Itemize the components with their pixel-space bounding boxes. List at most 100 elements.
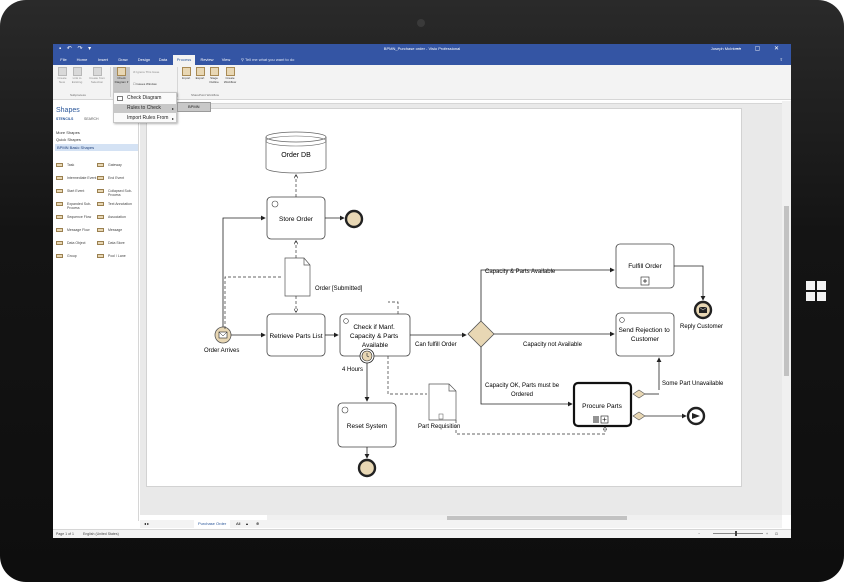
page-tab-all[interactable]: All [236,521,241,526]
import-button[interactable]: Import [179,67,193,81]
stencil-shape-icon [56,163,63,167]
create-new-button[interactable]: Create New [55,67,69,84]
zoom-in-icon[interactable]: + [766,532,769,536]
part-requisition-data-object[interactable]: Part Requisition [418,383,460,430]
check-diagram-button[interactable]: Check Diagram ▾ [113,67,130,93]
submenu-bpmn[interactable]: BPMN [177,102,211,112]
tab-design[interactable]: Design [137,57,151,62]
search-tab[interactable]: SEARCH [84,117,99,121]
window-title: BPMN_Purchase order - Visio Professional [383,46,461,51]
vertical-scroll-thumb[interactable] [784,206,789,376]
message-end-event[interactable] [686,406,706,426]
ignore-issue-button[interactable]: ⊘ Ignore This Issue [133,70,160,74]
ribbon-tabs: File Home Insert Draw Design Data Proces… [53,54,791,65]
escalation-boundary-event[interactable] [632,389,646,399]
menu-check-diagram[interactable]: Check Diagram [114,94,177,103]
menu-import-rules-label: Import Rules From [127,115,169,121]
share-icon[interactable]: ⇪ [779,57,783,62]
stencil-shape-icon [56,254,63,258]
menu-rules-to-check[interactable]: Rules to Check ▸ [114,104,177,113]
submenu-arrow-icon: ▸ [171,116,174,121]
create-workflow-button[interactable]: Create Workflow [221,67,239,84]
reply-customer-end-event[interactable]: Reply Customer [680,300,723,330]
capacity-ok-label: Capacity OK, Parts must be Ordered [485,383,561,398]
menu-import-rules[interactable]: Import Rules From ▸ [114,114,177,123]
timer-label: 4 Hours [342,367,363,373]
stencil-label: Intermediate Event [67,176,97,180]
quick-shapes-link[interactable]: Quick Shapes [56,137,81,142]
retrieve-parts-task[interactable]: Retrieve Parts List [266,313,326,357]
stencil-bpmn-basic[interactable]: BPMN Basic Shapes [55,144,138,151]
windows-logo-icon[interactable] [806,281,826,301]
stage-outline-button[interactable]: Stage Outline [207,67,221,84]
order-arrives-start-event[interactable]: Order Arrives [204,326,239,354]
retrieve-parts-label: Retrieve Parts List [269,333,322,340]
order-db-datastore[interactable]: Order DB [265,131,327,174]
stencil-shape-icon [97,215,104,219]
tell-me-box[interactable]: ⚲ Tell me what you want to do [241,57,295,62]
ribbon: Create New Link to Existing Create from … [53,65,791,100]
horizontal-scrollbar[interactable] [267,515,782,522]
send-rejection-task[interactable]: Send Rejection to Customer [615,312,675,357]
reset-system-label: Reset System [347,423,387,430]
page-tab-purchase-order[interactable]: Purchase Order [194,520,231,528]
stage-outline-label: Stage Outline [209,76,219,84]
tab-file[interactable]: File [60,57,67,62]
camera-icon [417,19,425,27]
tab-draw[interactable]: Draw [118,57,128,62]
capacity-not-available-label: Capacity not Available [523,342,583,348]
compensation-boundary-event[interactable] [632,411,646,421]
horizontal-scroll-thumb[interactable] [447,516,627,521]
end-event-store[interactable] [344,209,364,229]
reset-system-task[interactable]: Reset System [337,402,397,448]
clock-icon [366,353,370,358]
tab-process[interactable]: Process [173,55,195,65]
multi-instance-icon [593,416,599,423]
exclusive-gateway[interactable] [467,320,495,348]
zoom-slider[interactable] [713,531,763,536]
tab-review[interactable]: Review [200,57,214,62]
fulfill-order-task[interactable]: Fulfill Order [615,243,675,289]
page-count[interactable]: Page 1 of 1 [56,532,74,536]
timer-boundary-event[interactable]: 4 Hours [342,348,375,373]
tab-home[interactable]: Home [76,57,88,62]
all-dropdown-icon[interactable]: ▴ [246,521,249,526]
zoom-out-icon[interactable]: − [698,532,701,536]
order-submitted-data-object[interactable]: Order [Submitted] [284,257,363,297]
tab-view[interactable]: View [221,57,231,62]
more-shapes-link[interactable]: More Shapes [56,130,80,135]
tab-insert[interactable]: Insert [97,57,108,62]
submenu-arrow-icon: ▸ [171,106,174,111]
check-capacity-line-1: Check if Manf. [353,324,395,331]
store-order-task[interactable]: Store Order [266,196,326,240]
user-name[interactable]: Joseph McIntosh [710,46,741,51]
procure-parts-subprocess[interactable]: Procure Parts [572,381,633,428]
issues-window-checkbox[interactable]: ☐ Issues Window [133,82,157,86]
fit-page-icon[interactable]: ⊡ [775,532,778,536]
end-event-reset[interactable] [357,458,377,478]
tab-data[interactable]: Data [158,57,168,62]
vertical-scrollbar[interactable] [782,101,791,515]
order-submitted-label: Order [Submitted] [315,286,363,292]
window-controls[interactable]: — ▢ ✕ [734,46,785,52]
check-capacity-line-2: Capacity & Parts [350,333,399,340]
stencil-label: Start Event [67,189,85,193]
send-rejection-line-2: Customer [631,336,660,343]
link-existing-button[interactable]: Link to Existing [70,67,84,84]
stencils-tab[interactable]: STENCILS [56,117,74,121]
zoom-slider-knob[interactable] [735,531,737,536]
export-button[interactable]: Export [193,67,207,81]
page-nav-arrows[interactable]: ◂ ▸ [144,521,150,526]
stencil-label: Message Flow [67,228,90,232]
language-status[interactable]: English (United States) [83,532,119,536]
quick-access-toolbar[interactable]: ▪ ↶ ↷ ▾ [59,46,94,52]
shapes-pane-title: Shapes [56,107,80,114]
import-label: Import [181,76,191,80]
check-capacity-task[interactable]: Check if Manf. Capacity & Parts Availabl… [339,313,411,357]
drawing-page[interactable] [146,108,742,487]
group-divider [177,67,178,97]
create-from-selection-button[interactable]: Create from Selection [86,67,108,84]
can-fulfill-label: Can fulfill Order [415,342,457,348]
envelope-icon [218,331,228,339]
add-page-icon[interactable]: ⊕ [256,521,260,526]
